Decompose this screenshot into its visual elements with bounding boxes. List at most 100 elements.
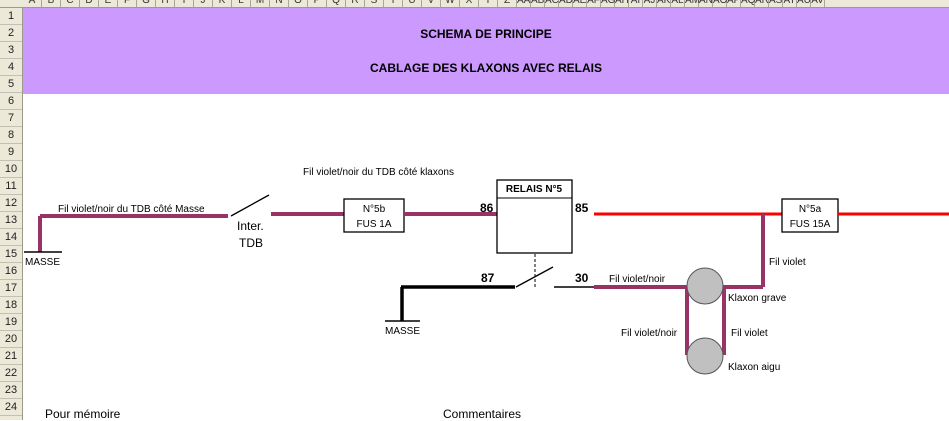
column-header-AD[interactable]: AD [559, 0, 573, 7]
column-header-AE[interactable]: AE [573, 0, 587, 7]
column-header-AP[interactable]: AP [727, 0, 741, 7]
column-header-AU[interactable]: AU [797, 0, 811, 7]
column-header-Y[interactable]: Y [479, 0, 498, 7]
column-header-AN[interactable]: AN [699, 0, 713, 7]
row-header-17[interactable]: 17 [0, 280, 22, 297]
row-header-23[interactable]: 23 [0, 382, 22, 399]
row-header-22[interactable]: 22 [0, 365, 22, 382]
column-header-I[interactable]: I [175, 0, 194, 7]
column-header-U[interactable]: U [403, 0, 422, 7]
column-header-AI[interactable]: AI [629, 0, 643, 7]
column-header-AC[interactable]: AC [545, 0, 559, 7]
column-header-T[interactable]: T [384, 0, 403, 7]
label-pin-30: 30 [575, 271, 589, 285]
column-header-M[interactable]: M [251, 0, 270, 7]
memo-label: Pour mémoire [45, 407, 121, 421]
label-pin-86: 86 [480, 201, 494, 215]
column-header-F[interactable]: F [118, 0, 137, 7]
label-pin-87: 87 [481, 271, 495, 285]
column-header-Z[interactable]: Z [498, 0, 517, 7]
column-header-H[interactable]: H [156, 0, 175, 7]
column-header-A[interactable]: A [23, 0, 42, 7]
row-header-8[interactable]: 8 [0, 127, 22, 144]
column-header-L[interactable]: L [232, 0, 251, 7]
column-header-E[interactable]: E [99, 0, 118, 7]
column-header-AR[interactable]: AR [755, 0, 769, 7]
label-fuse-5a: N°5a [799, 204, 822, 215]
fuse-5b [343, 198, 405, 233]
label-fil-violet-top: Fil violet [769, 257, 806, 268]
label-horn-high: Klaxon aigu [728, 362, 780, 373]
column-header-J[interactable]: J [194, 0, 213, 7]
column-header-AA[interactable]: AA [517, 0, 531, 7]
column-header-P[interactable]: P [308, 0, 327, 7]
row-header-15[interactable]: 15 [0, 246, 22, 263]
title-band: SCHEMA DE PRINCIPE CABLAGE DES KLAXONS A… [23, 8, 949, 94]
row-header-4[interactable]: 4 [0, 59, 22, 76]
row-header-13[interactable]: 13 [0, 212, 22, 229]
row-header-16[interactable]: 16 [0, 263, 22, 280]
column-header-AK[interactable]: AK [657, 0, 671, 7]
column-header-N[interactable]: N [270, 0, 289, 7]
column-header-AF[interactable]: AF [587, 0, 601, 7]
column-header-AB[interactable]: AB [531, 0, 545, 7]
label-fil-violet-noir-30: Fil violet/noir [609, 274, 666, 285]
row-header-5[interactable]: 5 [0, 76, 22, 93]
row-header-19[interactable]: 19 [0, 314, 22, 331]
row-header-24[interactable]: 24 [0, 399, 22, 416]
relay-5 [496, 179, 573, 254]
row-header-18[interactable]: 18 [0, 297, 22, 314]
row-header-10[interactable]: 10 [0, 161, 22, 178]
column-header-AQ[interactable]: AQ [741, 0, 755, 7]
column-header-V[interactable]: V [422, 0, 441, 7]
label-fil-violet-noir-mid: Fil violet/noir [621, 328, 678, 339]
title-cablage: CABLAGE DES KLAXONS AVEC RELAIS [369, 61, 603, 75]
column-header-S[interactable]: S [365, 0, 384, 7]
row-header-1[interactable]: 1 [0, 8, 22, 25]
comments-label: Commentaires [443, 407, 522, 421]
row-header-12[interactable]: 12 [0, 195, 22, 212]
column-header-AJ[interactable]: AJ [643, 0, 657, 7]
row-header-7[interactable]: 7 [0, 110, 22, 127]
column-header-AM[interactable]: AM [685, 0, 700, 7]
switch-tdb [230, 194, 270, 217]
row-header-11[interactable]: 11 [0, 178, 22, 195]
label-switch-line1: Inter. [237, 219, 264, 233]
row-header-21[interactable]: 21 [0, 348, 22, 365]
label-masse-bottom: MASSE [385, 326, 420, 337]
label-fuse-1a: FUS 1A [356, 219, 391, 230]
column-header-K[interactable]: K [213, 0, 232, 7]
column-header-AH[interactable]: AH [615, 0, 629, 7]
row-header-20[interactable]: 20 [0, 331, 22, 348]
row-header-3[interactable]: 3 [0, 42, 22, 59]
label-fil-violet-mid: Fil violet [731, 328, 768, 339]
row-header-14[interactable]: 14 [0, 229, 22, 246]
row-header-2[interactable]: 2 [0, 25, 22, 42]
column-header-AG[interactable]: AG [601, 0, 615, 7]
column-header-W[interactable]: W [441, 0, 460, 7]
column-header-AO[interactable]: AO [713, 0, 727, 7]
column-header-O[interactable]: O [289, 0, 308, 7]
label-pin-85: 85 [575, 201, 589, 215]
horn-low-icon [686, 267, 724, 305]
column-header-R[interactable]: R [346, 0, 365, 7]
column-header-C[interactable]: C [61, 0, 80, 7]
label-wire-top: Fil violet/noir du TDB côté klaxons [303, 167, 454, 178]
column-header-G[interactable]: G [137, 0, 156, 7]
column-header-D[interactable]: D [80, 0, 99, 7]
column-header-X[interactable]: X [460, 0, 479, 7]
label-fuse-5b: N°5b [363, 204, 386, 215]
column-header-Q[interactable]: Q [327, 0, 346, 7]
column-header-AV[interactable]: AV [811, 0, 825, 7]
row-header-9[interactable]: 9 [0, 144, 22, 161]
column-header-AS[interactable]: AS [769, 0, 783, 7]
column-header-B[interactable]: B [42, 0, 61, 7]
column-header-AL[interactable]: AL [671, 0, 685, 7]
label-horn-low: Klaxon grave [728, 293, 787, 304]
column-header-AT[interactable]: AT [783, 0, 797, 7]
row-header-6[interactable]: 6 [0, 93, 22, 110]
title-schema: SCHEMA DE PRINCIPE [420, 27, 552, 41]
label-switch-line2: TDB [239, 236, 263, 250]
